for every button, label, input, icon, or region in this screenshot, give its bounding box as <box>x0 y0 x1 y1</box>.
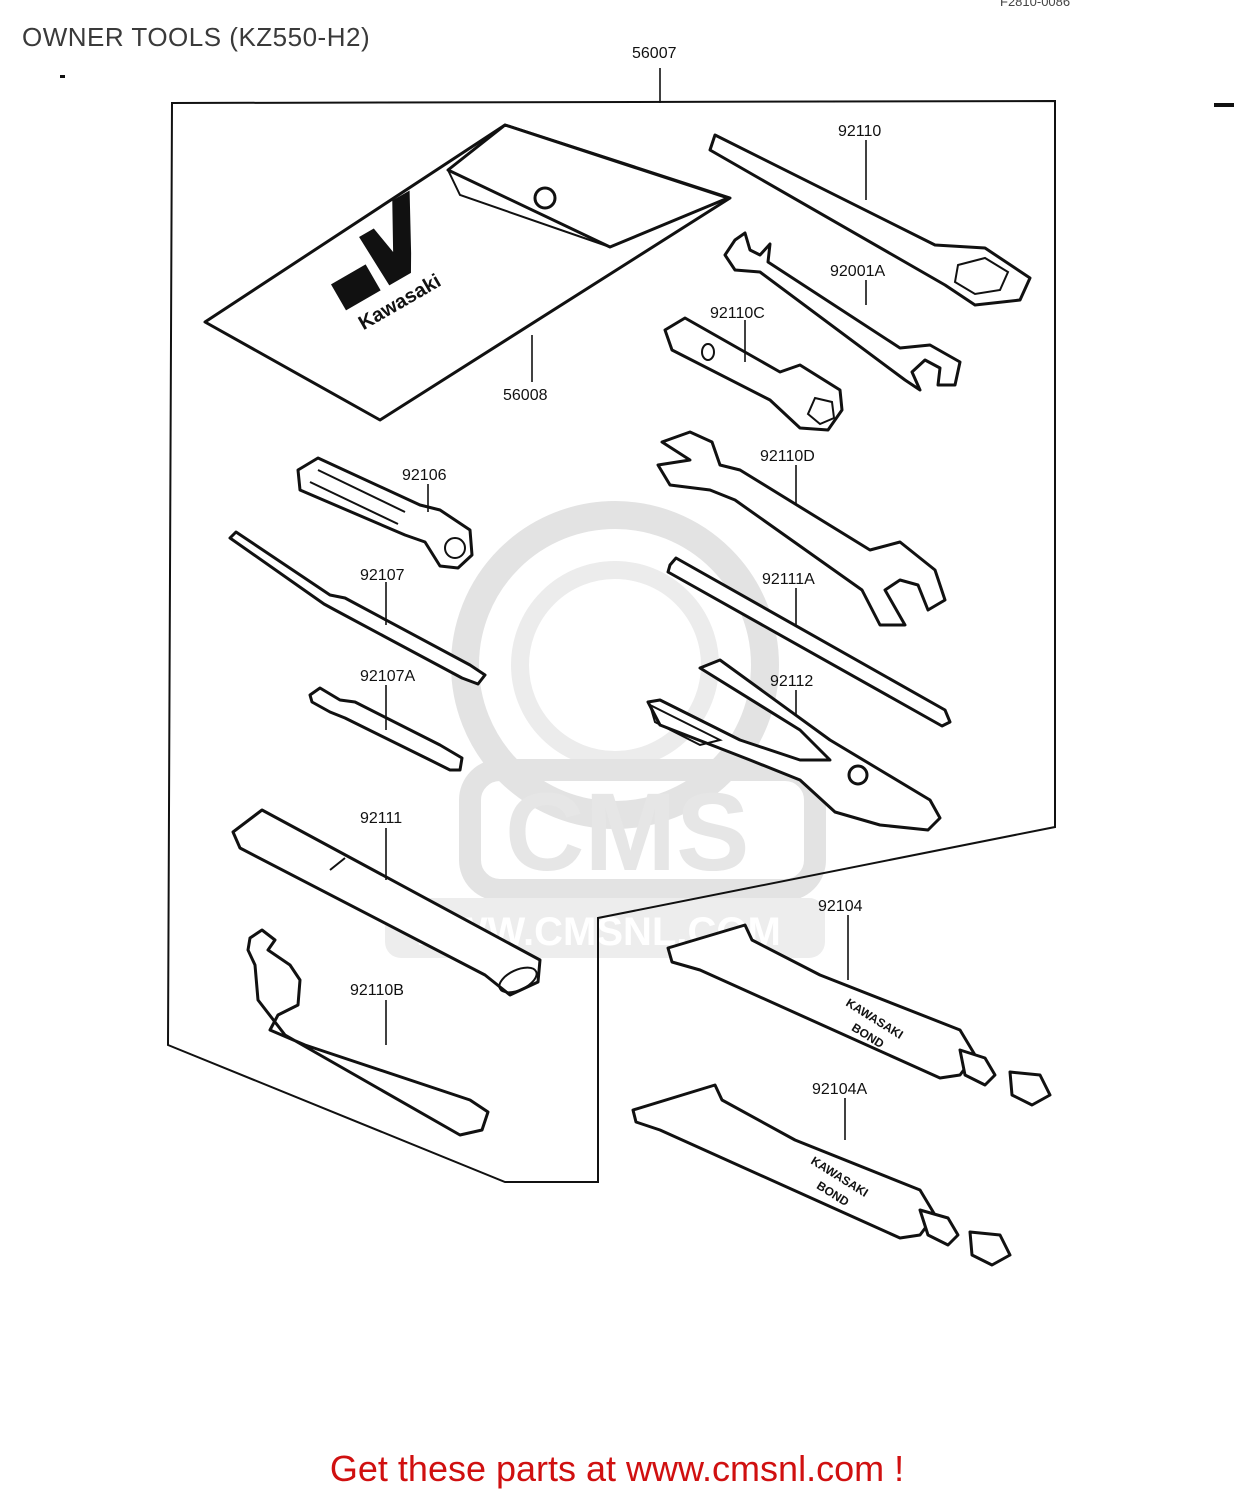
screwdriver-bit-92107A <box>308 685 464 772</box>
promo-link[interactable]: Get these parts at www.cmsnl.com ! <box>329 1448 905 1489</box>
spanner-92110 <box>708 133 1032 307</box>
callout-92110: 92110 <box>838 123 881 140</box>
socket-92110C <box>663 316 844 432</box>
hook-spanner-92110B <box>246 928 490 1137</box>
pliers-92112 <box>646 658 942 832</box>
callout-92106: 92106 <box>402 467 447 484</box>
wrench-92001A <box>723 231 962 392</box>
watermark-brand: CMS <box>505 771 749 894</box>
screwdriver-bit-92107 <box>228 530 487 686</box>
corner-mark <box>60 75 65 78</box>
callout-56008: 56008 <box>503 387 548 404</box>
callout-92110B: 92110B <box>350 982 404 999</box>
callout-92107: 92107 <box>360 567 405 584</box>
screwdriver-handle-92106 <box>296 456 474 570</box>
callout-92110C: 92110C <box>710 305 765 322</box>
callout-92104: 92104 <box>818 898 863 915</box>
wrench-92110D <box>656 430 947 627</box>
bond-tube-92104A: KAWASAKI BOND <box>631 1083 1012 1267</box>
bond-tube-92104: KAWASAKI BOND <box>666 915 1052 1107</box>
kit-outline <box>166 99 1056 1183</box>
callout-92111A: 92111A <box>762 571 815 588</box>
callout-56007: 56007 <box>632 45 677 62</box>
pouch-56008: Kawasaki <box>203 123 732 422</box>
tommy-bar-92111A <box>666 556 952 728</box>
callout-92001A: 92001A <box>830 263 885 280</box>
callout-92104A: 92104A <box>812 1081 867 1098</box>
diagram-code: F2810-0086 <box>1000 0 1071 9</box>
callout-92110D: 92110D <box>760 448 815 465</box>
callout-92111: 92111 <box>360 810 402 827</box>
corner-mark <box>1214 103 1234 107</box>
page-title: OWNER TOOLS (KZ550-H2) <box>22 22 371 52</box>
callout-92112: 92112 <box>770 673 813 690</box>
watermark: CMS WWW.CMSNL.COM <box>385 501 826 958</box>
extension-bar-92111 <box>231 808 542 997</box>
callout-92107A: 92107A <box>360 668 415 685</box>
